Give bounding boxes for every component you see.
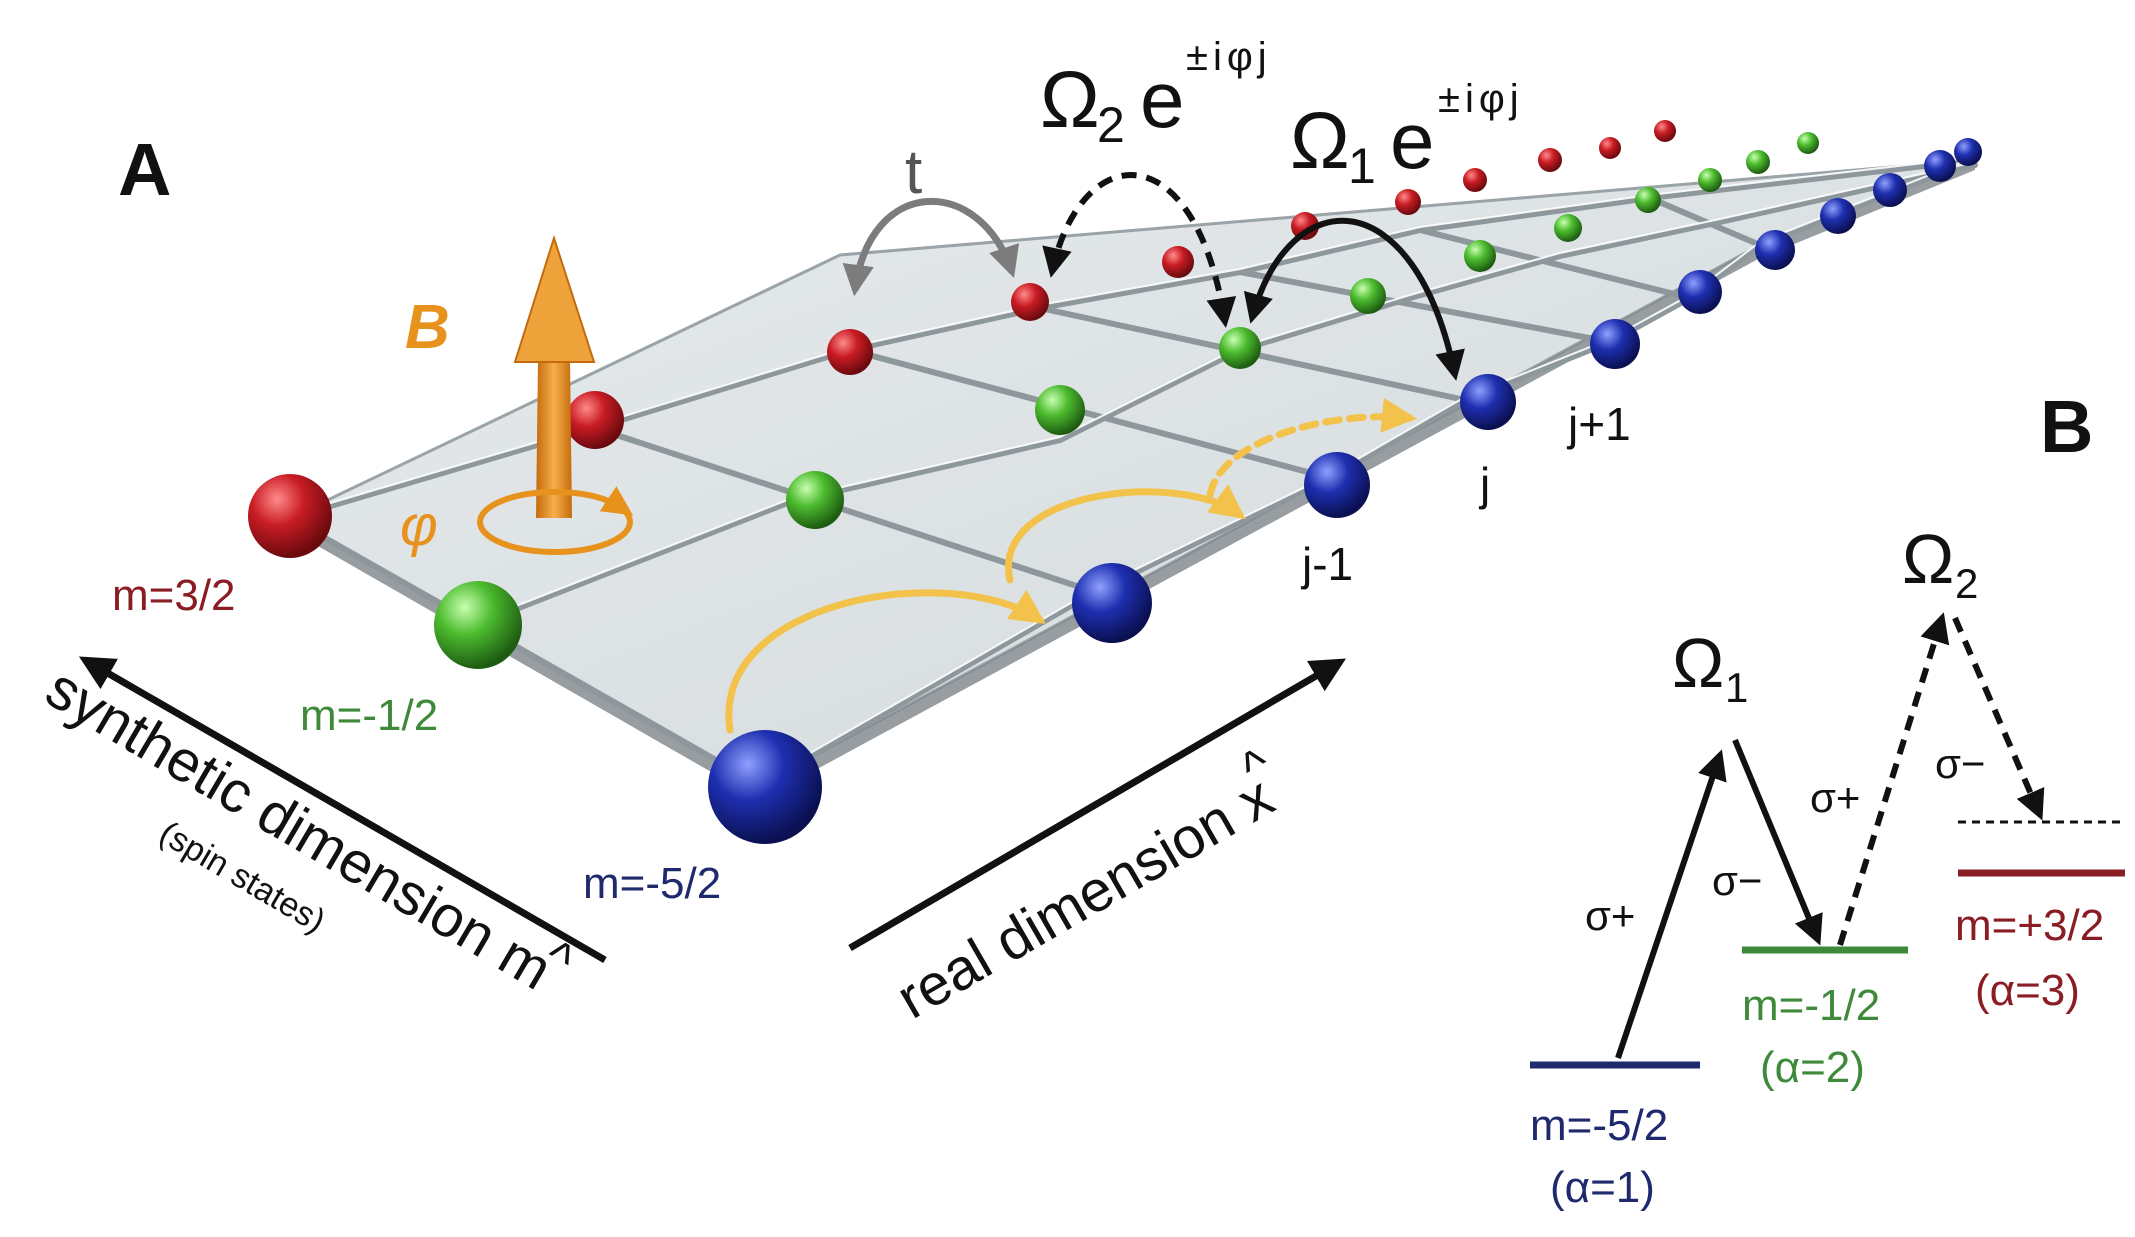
atom-green: [1698, 168, 1722, 192]
atom-red: [1538, 148, 1562, 172]
atom-red: [1599, 137, 1621, 159]
site-label-j: j: [1478, 458, 1490, 510]
yellow-hop-arrow-2: [1005, 484, 1246, 584]
synthetic-axis-label: synthetic dimension m ^ (spin states): [35, 655, 583, 1002]
atom-red: [566, 391, 624, 449]
atom-blue: [1755, 230, 1795, 270]
atom-blue: [1304, 452, 1370, 518]
transition-sigma-plus-1: [1615, 749, 1727, 1059]
yellow-hop-arrow-1: [725, 589, 1046, 734]
field-arrow-head: [513, 234, 596, 363]
transition-sigma-minus-2: [1952, 616, 2045, 821]
yellow-hop-arrow-3: [1206, 397, 1417, 499]
atom-green: [1219, 327, 1261, 369]
omega1-exponential: e: [1390, 96, 1435, 185]
tunneling-label: t: [905, 138, 922, 207]
level-1-m-label: m=-5/2: [1530, 1101, 1668, 1150]
atom-green: [1464, 240, 1496, 272]
atom-green: [1797, 132, 1819, 154]
omega2-exponent: ±iφj: [1186, 35, 1272, 79]
atom-blue: [1820, 198, 1856, 234]
level-3-alpha-label: (α=3): [1975, 966, 2080, 1015]
level-2-alpha-label: (α=2): [1760, 1043, 1865, 1092]
sigma-plus-label-1: σ+: [1585, 892, 1635, 939]
omega2-exponential: e: [1140, 55, 1185, 144]
hopping-path-arrows: [725, 397, 1417, 734]
sigma-minus-label-2: σ−: [1935, 740, 1985, 787]
panel-b: B Ω 2 Ω 1 σ+ σ− σ+ σ− m=-5/2 (α=1) m=-1/…: [1530, 385, 2125, 1212]
real-axis-title: real dimension x: [886, 764, 1284, 1031]
rung: [847, 347, 1333, 481]
atom-blue: [1873, 173, 1907, 207]
atom-red: [1395, 189, 1421, 215]
atom-blue: [1678, 270, 1722, 314]
atom-green: [1350, 278, 1386, 314]
omega1-subscript: 1: [1348, 138, 1376, 194]
spin-label-m-neg-5-2: m=-5/2: [583, 859, 721, 908]
atom-blue: [1460, 374, 1516, 430]
real-axis-label: real dimension x ^: [886, 737, 1284, 1032]
omega1-coupling-label: Ω 1 e ±iφj: [1290, 77, 1524, 194]
omega1-coupling-arrow: [1243, 217, 1465, 381]
phase-label: φ: [400, 493, 438, 558]
panel-label-a: A: [118, 128, 171, 211]
atom-red: [1011, 283, 1049, 321]
rung: [287, 515, 763, 788]
atom-green: [1035, 385, 1085, 435]
atom-green: [1554, 214, 1582, 242]
omega2-coupling-arrow: [1042, 172, 1237, 328]
spin-label-m-neg-1-2: m=-1/2: [300, 691, 438, 740]
field-arrow-shaft: [536, 360, 572, 518]
phase-rotation-arrowhead: [599, 486, 633, 516]
omega2-subscript: 2: [1097, 97, 1125, 153]
atom-green: [1635, 187, 1661, 213]
atom-red: [1654, 120, 1676, 142]
magnetic-field-arrow: [477, 234, 633, 555]
transition-sigma-minus-1: [1732, 738, 1823, 946]
atoms-blue: [708, 138, 1982, 844]
level-omega2-symbol: Ω: [1902, 520, 1954, 598]
atom-red: [1291, 212, 1319, 240]
atom-blue: [1924, 150, 1956, 182]
atom-blue: [1590, 319, 1640, 369]
rung: [1417, 227, 1693, 301]
omega2-symbol: Ω: [1040, 55, 1100, 144]
atom-red: [827, 329, 873, 375]
atom-green: [434, 581, 522, 669]
phase-rotation-arrow: [477, 489, 633, 555]
level-3-m-label: m=+3/2: [1955, 901, 2104, 950]
atom-green: [786, 471, 844, 529]
panel-label-b: B: [2040, 385, 2093, 468]
sigma-minus-label-1: σ−: [1712, 857, 1762, 904]
atom-red: [1463, 168, 1487, 192]
synthetic-dimension-axis: [78, 656, 607, 964]
atom-blue: [1072, 563, 1152, 643]
atoms-green: [434, 132, 1819, 669]
tunneling-arrow: [842, 197, 1020, 297]
level-omega1-symbol: Ω: [1672, 624, 1724, 702]
sigma-plus-label-2: σ+: [1810, 774, 1860, 821]
transition-sigma-plus-2: [1837, 612, 1950, 946]
field-label: B: [405, 293, 450, 362]
atom-blue: [1954, 138, 1982, 166]
level-1-alpha-label: (α=1): [1550, 1163, 1655, 1212]
site-label-j-minus-1: j-1: [1300, 538, 1353, 590]
atom-green: [1746, 150, 1770, 174]
omega1-symbol: Ω: [1290, 96, 1350, 185]
omega2-coupling-label: Ω 2 e ±iφj: [1040, 35, 1272, 153]
atom-red: [248, 474, 332, 558]
spin-label-m-3-2: m=3/2: [112, 571, 236, 620]
level-omega2-subscript: 2: [1955, 560, 1978, 607]
level-omega1-subscript: 1: [1725, 664, 1748, 711]
atom-red: [1162, 246, 1194, 278]
omega1-exponent: ±iφj: [1438, 77, 1524, 121]
level-2-m-label: m=-1/2: [1742, 981, 1880, 1030]
atom-blue: [708, 730, 822, 844]
site-label-j-plus-1: j+1: [1566, 398, 1631, 450]
real-dimension-axis: [848, 658, 1347, 952]
panel-a: B φ t Ω 2 e ±iφj Ω 1 e ±iφj j-1 j j+1 m=…: [35, 35, 1982, 1032]
